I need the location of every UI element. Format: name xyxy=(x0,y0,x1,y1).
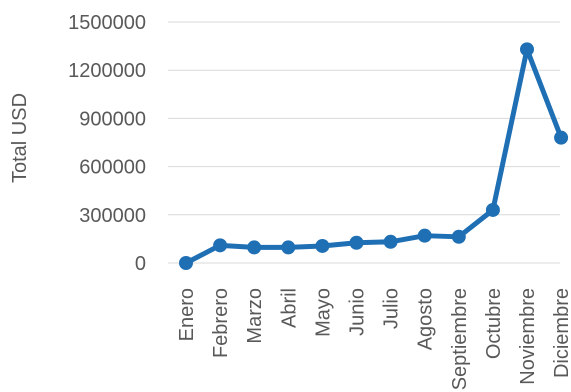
data-point-mayo xyxy=(315,238,330,253)
series xyxy=(179,42,569,270)
y-tick-label-4: 1200000 xyxy=(68,60,146,82)
x-tick-label-0: Enero xyxy=(176,288,198,341)
x-tick-label-8: Septiembre xyxy=(449,288,471,390)
data-point-febrero xyxy=(213,238,228,253)
x-tick-label-7: Agosto xyxy=(415,288,437,350)
y-tick-label-3: 900000 xyxy=(79,108,146,130)
x-tick-label-9: Octubre xyxy=(483,288,505,359)
y-axis-ticks: 0 300000 600000 900000 1200000 1500000 xyxy=(68,12,146,275)
data-point-septiembre xyxy=(451,229,466,244)
data-point-octubre xyxy=(485,202,500,217)
x-tick-label-10: Noviembre xyxy=(517,288,539,385)
data-point-julio xyxy=(383,234,398,249)
y-tick-label-1: 300000 xyxy=(79,205,146,227)
x-tick-label-1: Febrero xyxy=(210,288,232,358)
gridlines xyxy=(168,21,560,264)
data-point-junio xyxy=(349,235,364,250)
data-point-marzo xyxy=(247,240,262,255)
data-point-agosto xyxy=(417,228,432,243)
x-tick-label-4: Mayo xyxy=(312,288,334,337)
x-tick-label-6: Julio xyxy=(381,288,403,329)
x-tick-label-3: Abril xyxy=(278,288,300,328)
y-tick-label-5: 1500000 xyxy=(68,12,146,34)
y-axis-title: Total USD xyxy=(9,93,31,183)
data-point-diciembre xyxy=(554,130,569,145)
data-point-enero xyxy=(179,256,193,270)
x-tick-label-5: Junio xyxy=(347,288,369,336)
x-tick-label-2: Marzo xyxy=(244,288,266,344)
x-axis-ticks: Enero Febrero Marzo Abril Mayo Junio Julio Agos… xyxy=(176,288,571,390)
x-tick-label-11: Diciembre xyxy=(551,288,571,378)
data-point-abril xyxy=(281,240,296,255)
y-tick-label-2: 600000 xyxy=(79,157,146,179)
y-tick-label-0: 0 xyxy=(135,253,146,275)
data-point-noviembre xyxy=(520,42,534,57)
series-line-0 xyxy=(183,46,564,266)
